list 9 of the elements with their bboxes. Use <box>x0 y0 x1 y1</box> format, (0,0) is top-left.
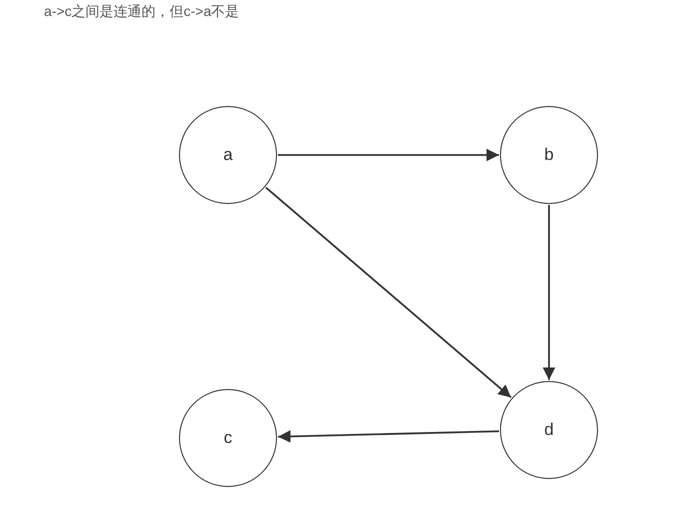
arrow <box>278 430 500 443</box>
node-label: a <box>223 145 233 165</box>
node-label: d <box>544 420 554 440</box>
node-label: b <box>544 145 554 165</box>
arrow <box>278 148 499 162</box>
title: a->c之间是连通的，但c->a不是 <box>44 3 240 21</box>
node-label: c <box>224 428 232 448</box>
arrow <box>542 205 556 380</box>
arrow <box>265 186 512 398</box>
